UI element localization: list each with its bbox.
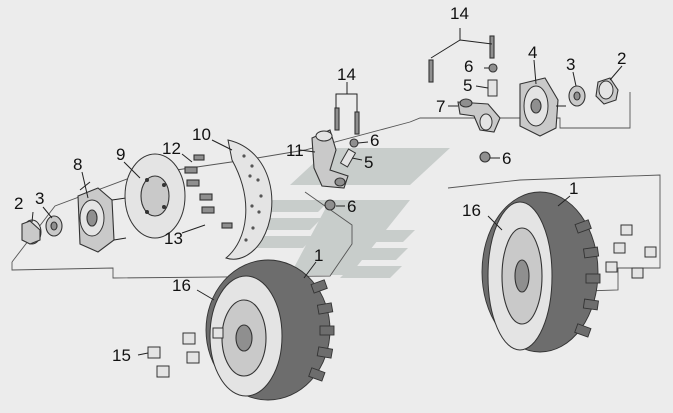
callout-5-center: 5: [364, 153, 373, 172]
hub-cap-part-2-left: [21, 219, 42, 245]
callout-2-right: 2: [617, 49, 626, 68]
callout-4: 4: [528, 43, 537, 62]
knuckle-part-11: [311, 129, 349, 189]
callout-12: 12: [162, 139, 181, 158]
callout-14-center: 14: [337, 65, 356, 84]
lug-nuts-part-15: [147, 327, 224, 378]
nut-part-3-left: [45, 215, 63, 237]
callout-16-left: 16: [172, 276, 191, 295]
bushing-parts-5-6-center: [324, 138, 359, 211]
callout-8: 8: [73, 155, 82, 174]
hub-cap-part-2-right: [595, 77, 619, 105]
bushing-parts-5-6-right: [479, 63, 498, 163]
callout-6-right-top: 6: [464, 57, 473, 76]
callout-9: 9: [116, 145, 125, 164]
callout-2-left: 2: [14, 194, 23, 213]
callout-3-left: 3: [35, 189, 44, 208]
callout-6-center-top: 6: [370, 131, 379, 150]
callout-14-right: 14: [450, 4, 469, 23]
lug-nuts-right: [605, 224, 657, 279]
callout-labels: 2 3 8 9 12 10 13 11 14 6 5 6 14 6 5 7 6 …: [14, 4, 626, 365]
wheel-part-16-right: [481, 191, 601, 353]
callout-10: 10: [192, 125, 211, 144]
callout-15: 15: [112, 346, 131, 365]
callout-7: 7: [436, 97, 445, 116]
callout-1-top-right: 1: [569, 179, 578, 198]
brake-shield-part-10: [224, 139, 273, 260]
wheel-part-16-center: [205, 259, 335, 401]
bolts-part-12: [184, 154, 205, 187]
callout-6-center-bottom: 6: [347, 197, 356, 216]
wheel-hub-part-4: [519, 77, 566, 137]
callout-11: 11: [286, 141, 304, 160]
frame-right-assembly: [409, 92, 661, 293]
wheel-hub-part-8: [77, 181, 127, 253]
leader-lines: [31, 28, 623, 356]
callout-6-right-bottom: 6: [502, 149, 511, 168]
callout-1-center: 1: [314, 246, 323, 265]
brake-disc-part-9: [124, 153, 186, 239]
callout-16-right: 16: [462, 201, 481, 220]
bolts-part-14-center: [334, 107, 360, 135]
callout-3-right: 3: [566, 55, 575, 74]
nut-part-3-right: [568, 85, 586, 107]
callout-5-right: 5: [463, 76, 472, 95]
callout-13: 13: [164, 229, 183, 248]
bolts-part-14-right: [428, 35, 495, 83]
knuckle-part-7: [457, 98, 501, 133]
bolts-part-13: [199, 193, 233, 229]
